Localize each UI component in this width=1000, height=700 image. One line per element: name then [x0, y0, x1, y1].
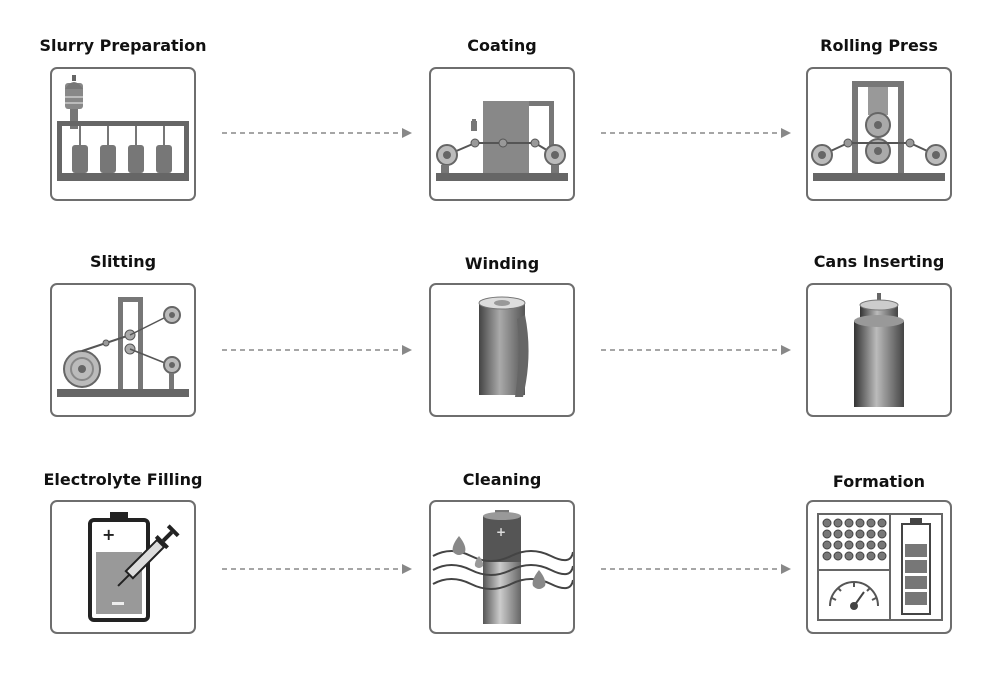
step-box: [429, 67, 575, 201]
step-box: [50, 67, 196, 201]
flow-arrow: [601, 127, 801, 139]
flow-arrow: [222, 563, 422, 575]
step-box: [806, 283, 952, 417]
formation-charger-icon: [817, 513, 943, 621]
svg-text:+: +: [496, 525, 506, 539]
step-box: +: [429, 500, 575, 634]
step-box: [50, 283, 196, 417]
cell-can-icon: [854, 293, 904, 407]
step-box: [806, 67, 952, 201]
coating-machine-icon: [436, 101, 568, 181]
step-box: [429, 283, 575, 417]
step-label: Formation: [832, 472, 926, 491]
flow-arrow: [601, 563, 801, 575]
winding-roll-icon: [478, 296, 529, 397]
step-label: Rolling Press: [820, 36, 938, 55]
battery-wash-icon: +: [432, 510, 573, 624]
step-label: Slurry Preparation: [39, 36, 207, 55]
flow-arrow: [222, 127, 422, 139]
mixing-tanks-icon: [57, 75, 189, 181]
slitting-machine-icon: [57, 297, 189, 397]
step-box: +: [50, 500, 196, 634]
flow-arrow: [222, 344, 422, 356]
battery-syringe-icon: +: [88, 512, 180, 622]
step-box: [806, 500, 952, 634]
step-label: Slitting: [89, 252, 157, 271]
step-label: Electrolyte Filling: [43, 470, 203, 489]
step-label: Winding: [464, 254, 540, 273]
step-label: Cans Inserting: [813, 252, 945, 271]
svg-text:+: +: [102, 525, 115, 544]
flow-arrow: [601, 344, 801, 356]
rolling-press-icon: [811, 81, 947, 181]
step-label: Coating: [467, 36, 537, 55]
step-label: Cleaning: [462, 470, 542, 489]
